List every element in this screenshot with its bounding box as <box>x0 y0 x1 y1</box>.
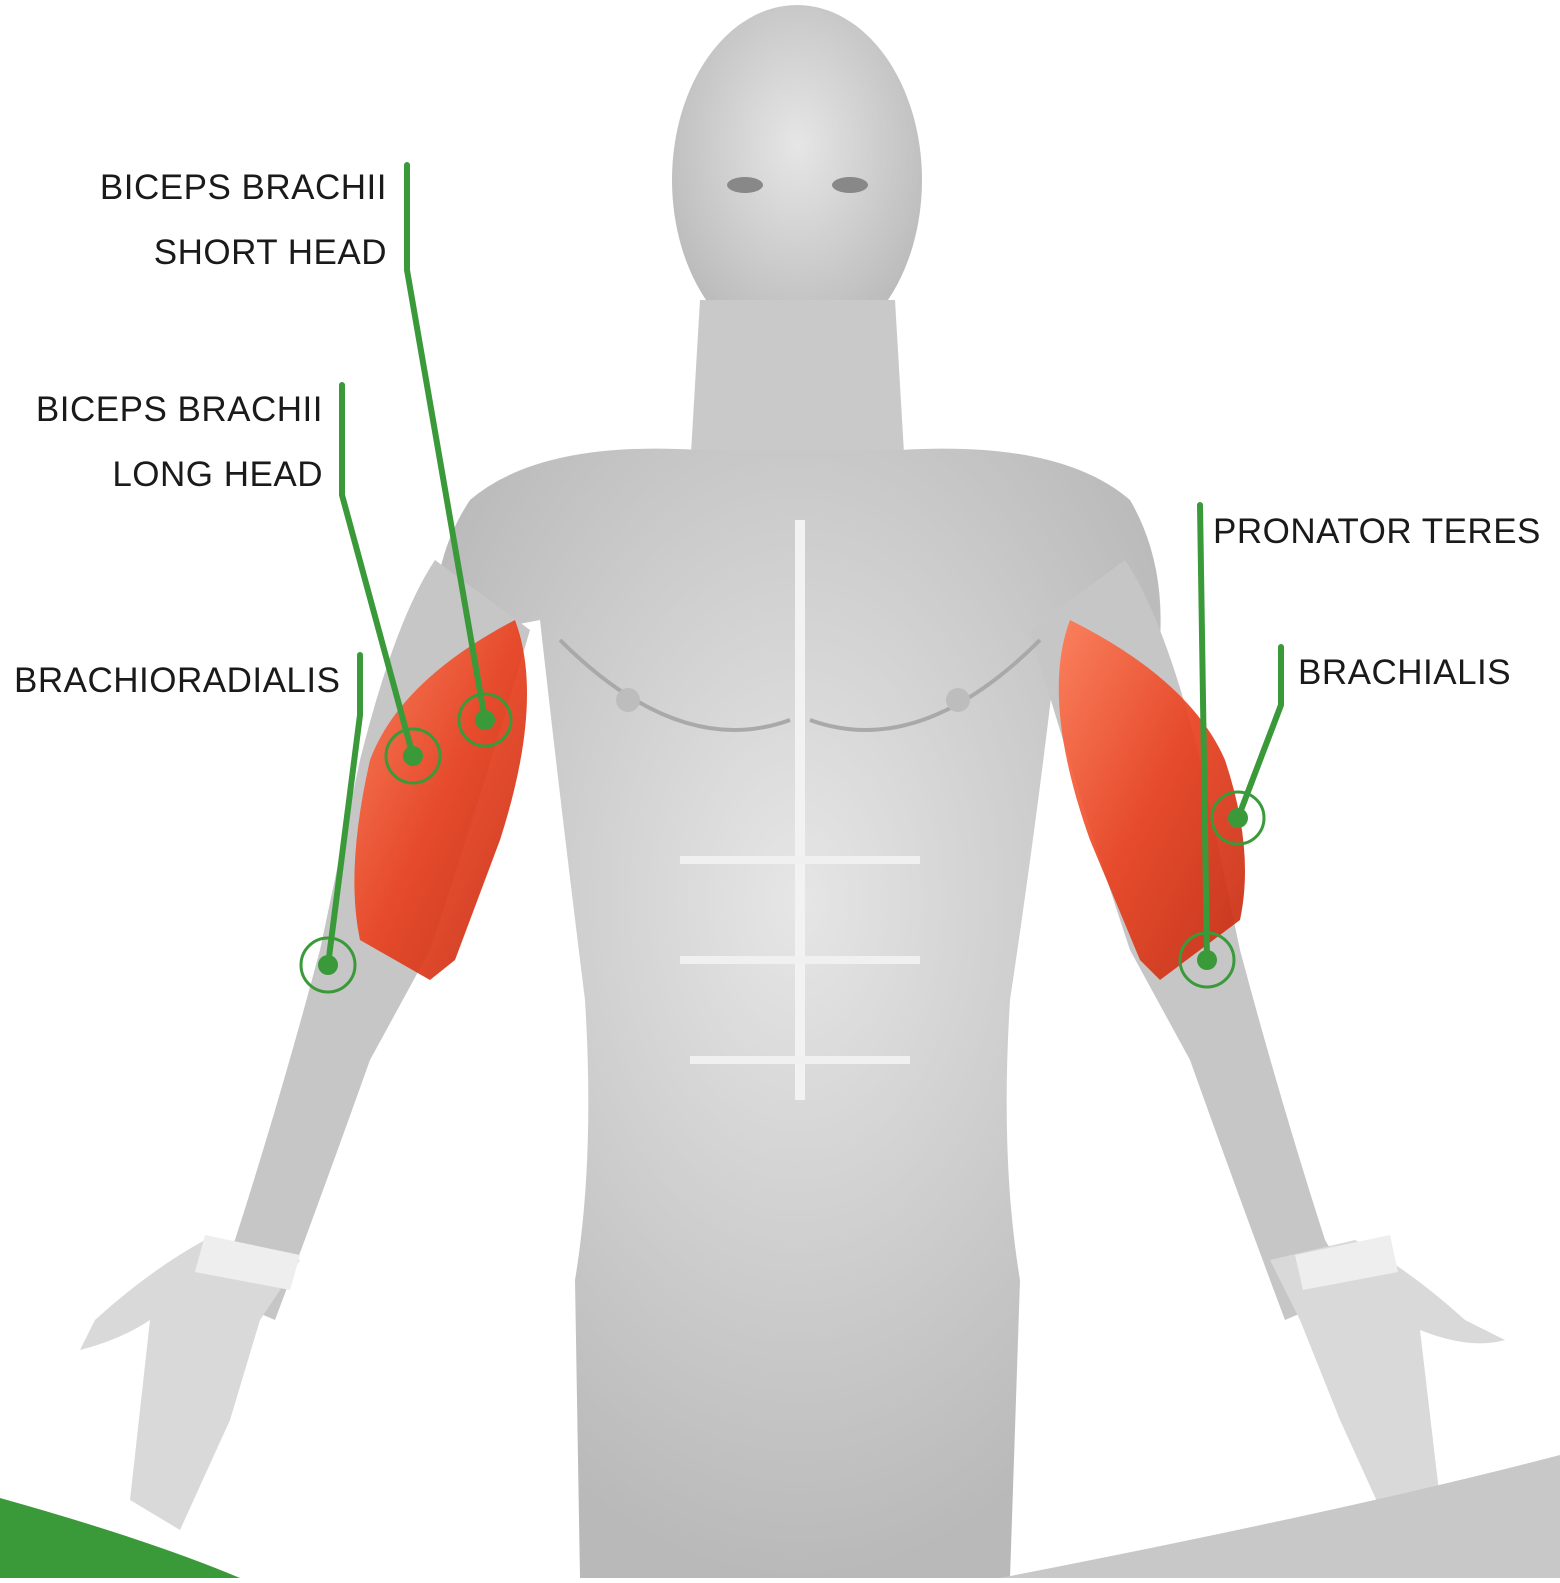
label-biceps-long-line1: BICEPS BRACHII <box>36 392 323 427</box>
label-biceps-short-line1: BICEPS BRACHII <box>100 170 387 205</box>
label-biceps-short-line2: SHORT HEAD <box>154 235 387 270</box>
neck <box>690 300 905 470</box>
corner-green-swoosh <box>0 1498 240 1578</box>
corner-gray-swoosh <box>1000 1455 1560 1578</box>
left-nipple <box>616 688 640 712</box>
right-eye <box>832 177 868 193</box>
label-brachioradialis: BRACHIORADIALIS <box>14 663 340 698</box>
left-eye <box>727 177 763 193</box>
label-biceps-long-line2: LONG HEAD <box>112 457 323 492</box>
label-pronator-teres: PRONATOR TERES <box>1213 514 1541 549</box>
left-biceps-highlight <box>354 620 527 980</box>
right-nipple <box>946 688 970 712</box>
label-brachialis: BRACHIALIS <box>1298 655 1511 690</box>
right-biceps-highlight <box>1059 620 1245 980</box>
